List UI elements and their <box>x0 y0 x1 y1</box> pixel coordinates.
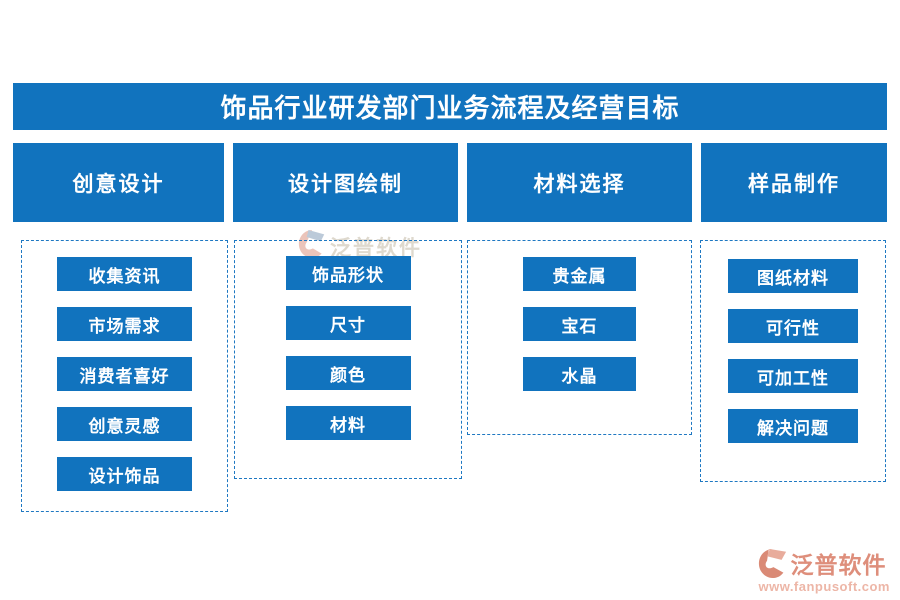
stage-header-sample-making: 样品制作 <box>701 143 887 222</box>
fanpu-logo-icon <box>758 548 787 579</box>
stage-header-creative-design: 创意设计 <box>13 143 224 222</box>
flow-item: 可行性 <box>728 309 858 343</box>
stage-box-creative-design: 收集资讯市场需求消费者喜好创意灵感设计饰品 <box>21 240 228 512</box>
stage-header-design-drawing: 设计图绘制 <box>233 143 458 222</box>
flow-item: 水晶 <box>523 357 636 391</box>
flow-item: 可加工性 <box>728 359 858 393</box>
flow-item: 尺寸 <box>285 306 411 340</box>
stage-box-sample-making: 图纸材料可行性可加工性解决问题 <box>700 240 886 482</box>
fanpu-logo-text: 泛普软件 <box>790 553 887 578</box>
flow-item: 贵金属 <box>523 257 636 291</box>
flow-item: 收集资讯 <box>57 257 192 291</box>
flow-item: 解决问题 <box>728 409 858 443</box>
flow-item: 颜色 <box>285 356 411 390</box>
flow-item: 设计饰品 <box>57 457 192 491</box>
flow-item: 创意灵感 <box>57 407 192 441</box>
stage-box-design-drawing: 饰品形状尺寸颜色材料 <box>234 240 462 479</box>
flow-item: 消费者喜好 <box>57 357 192 391</box>
flow-item: 材料 <box>285 406 411 440</box>
fanpu-logo: 泛普软件 www.fanpusoft.com <box>758 546 890 594</box>
stage-box-material-selection: 贵金属宝石水晶 <box>467 240 692 435</box>
flow-item: 饰品形状 <box>285 256 411 290</box>
flow-item: 图纸材料 <box>728 259 858 293</box>
diagram-title: 饰品行业研发部门业务流程及经营目标 <box>13 83 887 130</box>
fanpu-website-url: www.fanpusoft.com <box>758 579 890 594</box>
flow-item: 宝石 <box>523 307 636 341</box>
flow-item: 市场需求 <box>57 307 192 341</box>
stage-header-material-selection: 材料选择 <box>467 143 692 222</box>
